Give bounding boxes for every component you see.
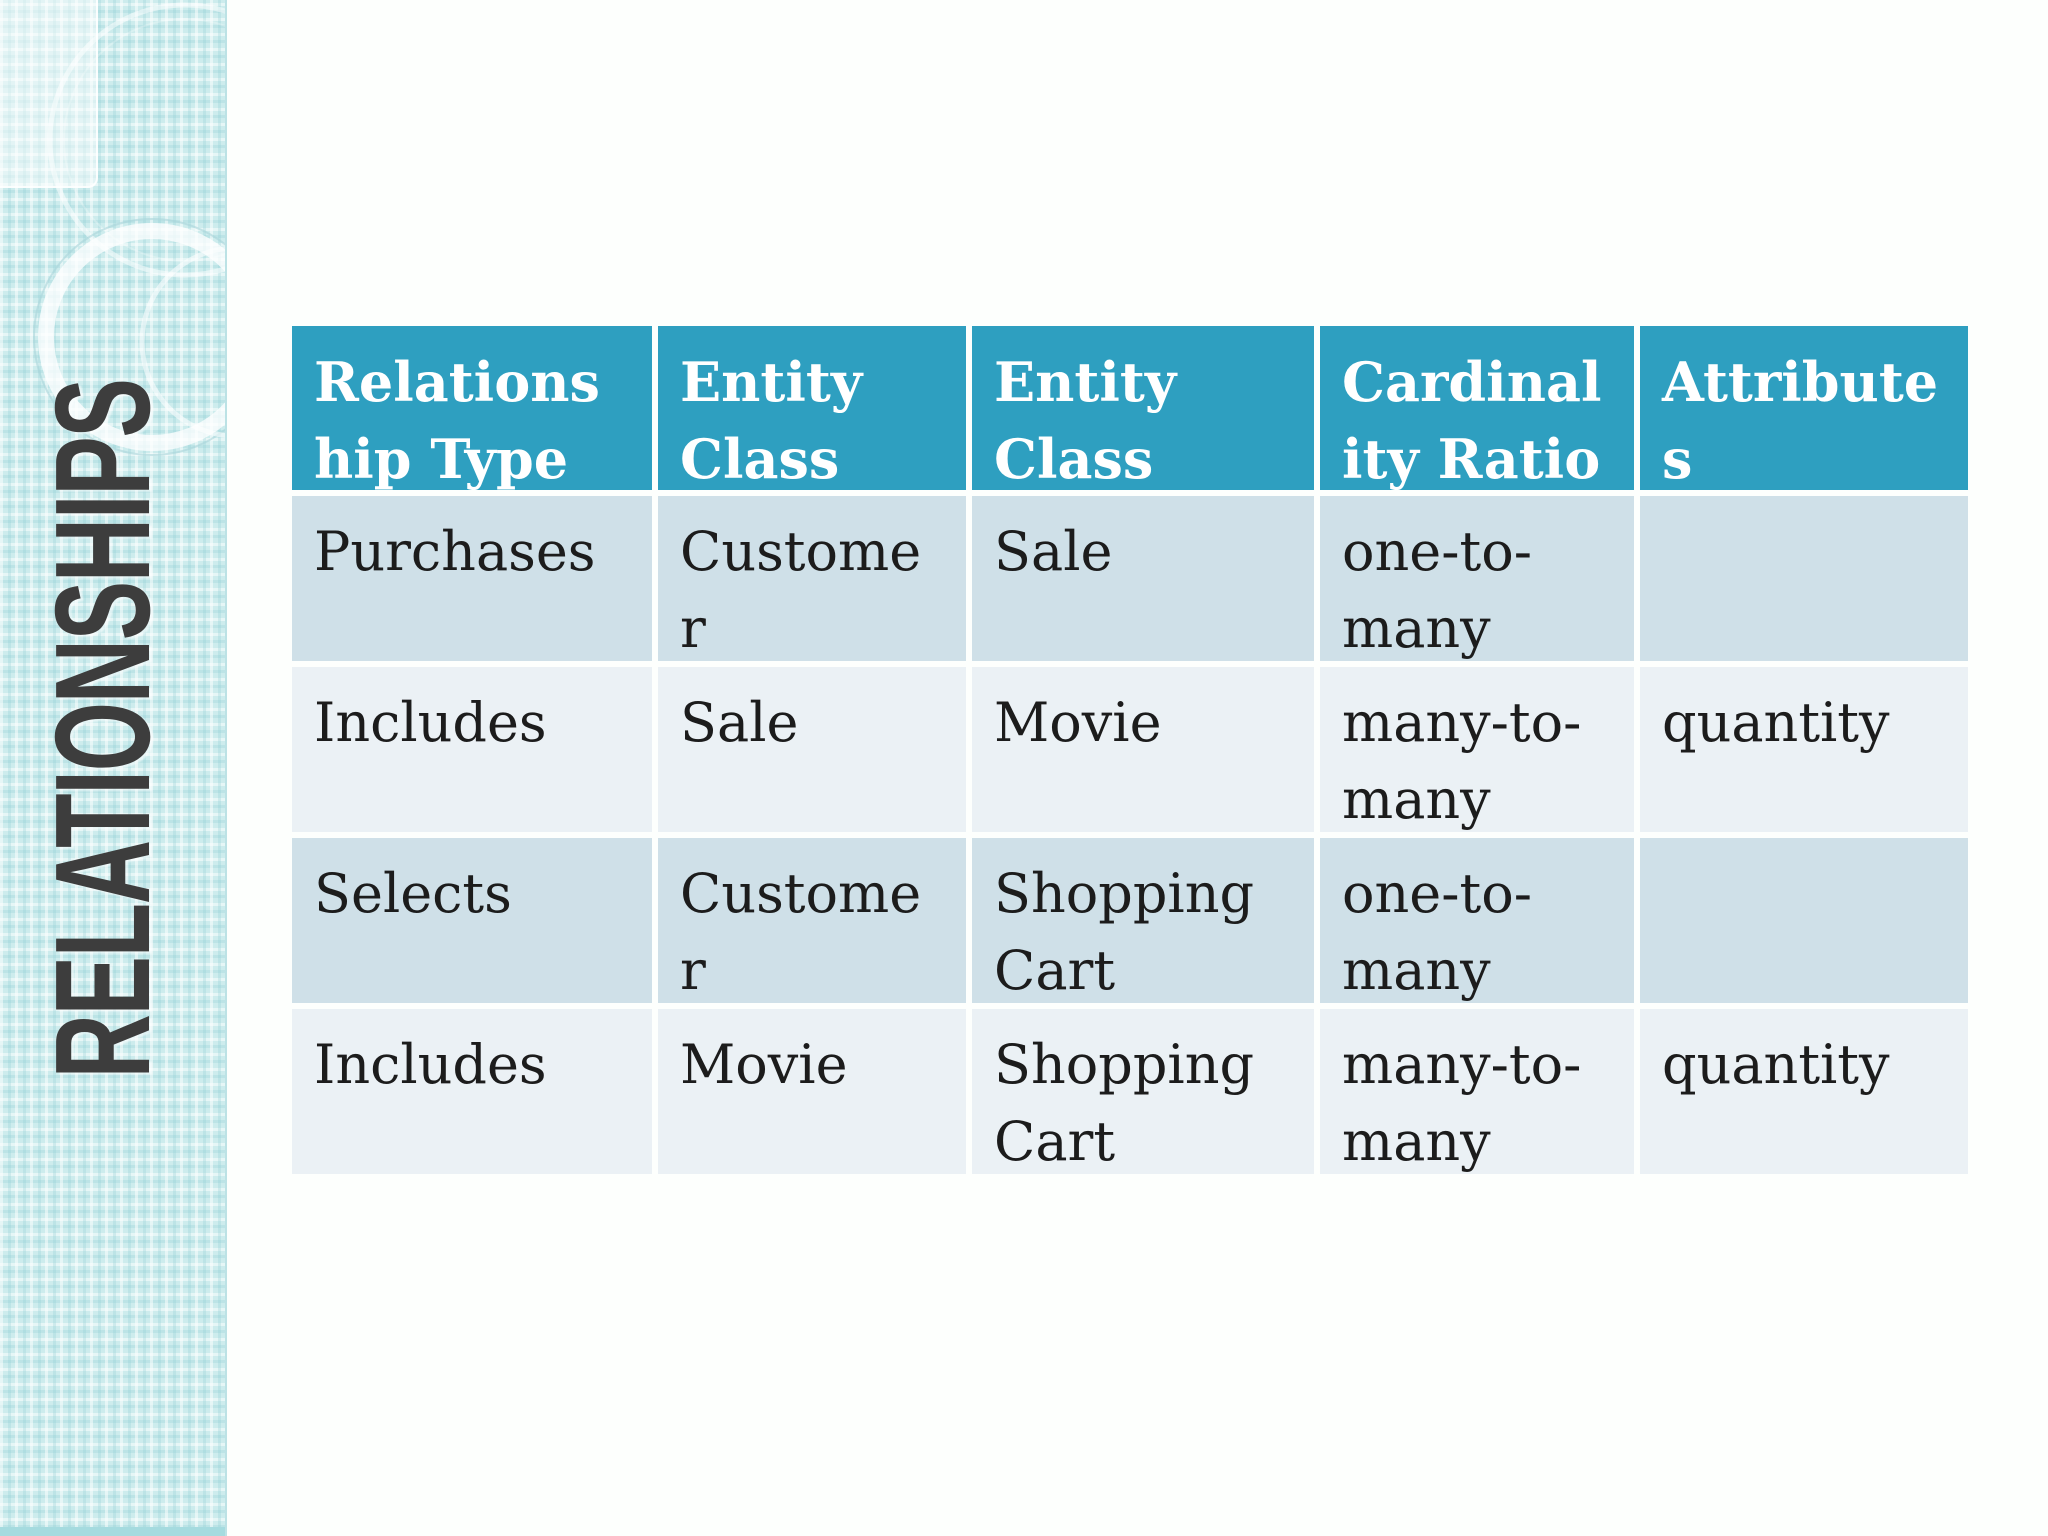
table-cell: Selects [292, 838, 652, 1003]
table-cell: quantity [1640, 667, 1968, 832]
table-cell: Shopping Cart [972, 1009, 1314, 1174]
table-cell: Customer [658, 838, 966, 1003]
header-cell-entity-class-2: Entity Class [972, 326, 1314, 491]
table-cell: Includes [292, 667, 652, 832]
table-cell: Customer [658, 496, 966, 661]
slide-content: Relationship Type Entity Class Entity Cl… [227, 0, 2048, 1536]
table-cell: Includes [292, 1009, 652, 1174]
table-cell: quantity [1640, 1009, 1968, 1174]
table-cell: Shopping Cart [972, 838, 1314, 1003]
table-cell [1640, 838, 1968, 1003]
table-cell: many-to-many [1320, 667, 1634, 832]
slide-title: RELATIONSHIPS [27, 379, 178, 1079]
table-cell: Movie [972, 667, 1314, 832]
sidebar: RELATIONSHIPS [0, 0, 227, 1536]
table-cell: Sale [972, 496, 1314, 661]
table-cell: Sale [658, 667, 966, 832]
table-cell [1640, 496, 1968, 661]
header-cell-attributes: Attributes [1640, 326, 1968, 491]
decorative-circles-icon [33, 2, 225, 456]
table-cell: Purchases [292, 496, 652, 661]
table-cell: one-to-many [1320, 838, 1634, 1003]
header-cell-entity-class-1: Entity Class [658, 326, 966, 491]
table-cell: one-to-many [1320, 496, 1634, 661]
header-cell-cardinality: Cardinality Ratio [1320, 326, 1634, 491]
table-cell: Movie [658, 1009, 966, 1174]
header-cell-relationship-type: Relationship Type [292, 326, 652, 491]
table-cell: many-to-many [1320, 1009, 1634, 1174]
relationships-table: Relationship Type Entity Class Entity Cl… [292, 326, 1968, 1174]
sidebar-bottom-strip [0, 1527, 225, 1536]
